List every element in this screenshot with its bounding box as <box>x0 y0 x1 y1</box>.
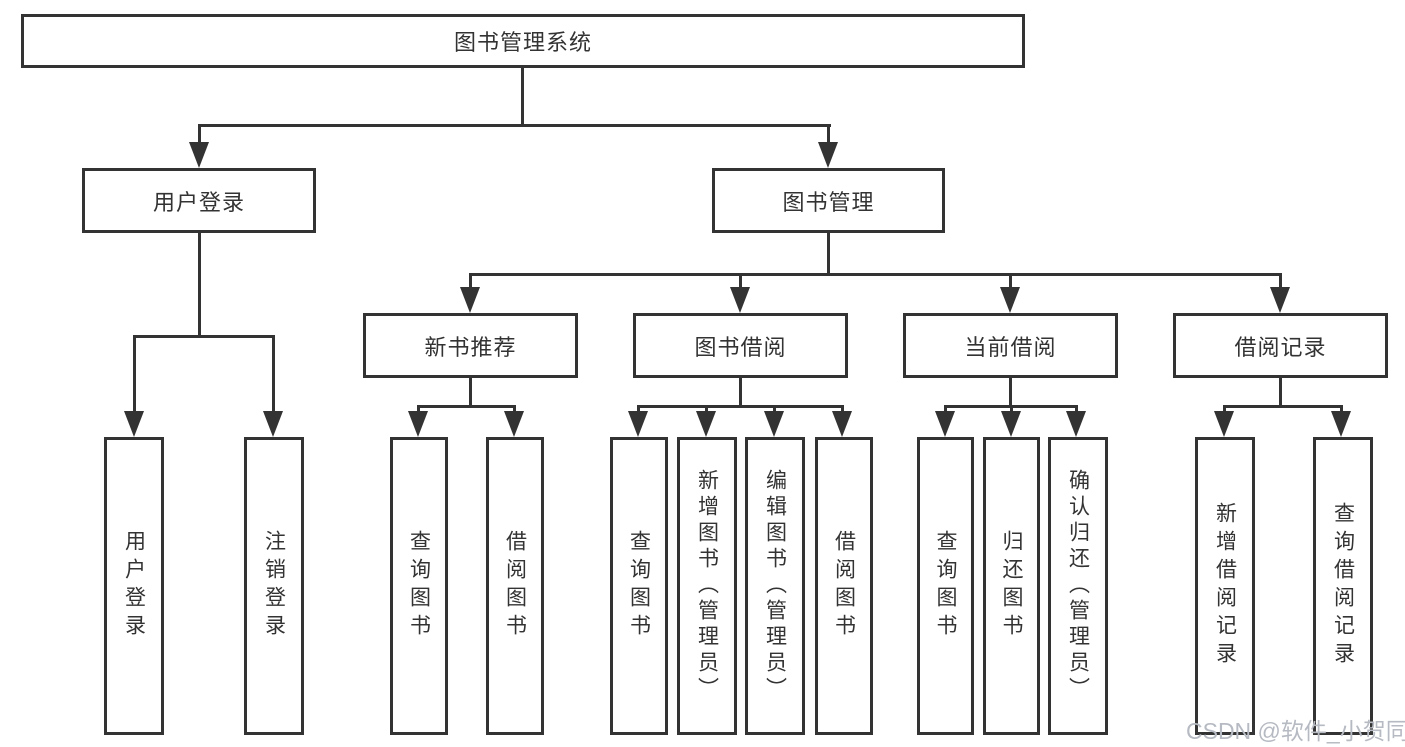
edge-g2c1-stem <box>1010 405 1013 415</box>
edge-user-login-bar <box>133 335 275 338</box>
edge-group1-stem <box>739 378 742 408</box>
leaf-query-books-recommend-label: 查询图书 <box>407 530 431 642</box>
leaf-add-borrow-record-label: 新增借阅记录 <box>1213 502 1237 670</box>
leaf-confirm-return-admin: 确认归还（管理员） <box>1048 437 1108 735</box>
edge-g3c1-stem <box>1340 405 1343 415</box>
edge-group3-bar <box>1223 405 1343 408</box>
node-user-login: 用户登录 <box>82 168 316 233</box>
node-root-label: 图书管理系统 <box>453 30 592 55</box>
arrow-to-leaf-login <box>124 411 144 437</box>
node-book-borrow: 图书借阅 <box>633 313 848 378</box>
leaf-query-borrow-record-label: 查询借阅记录 <box>1331 502 1355 670</box>
edge-group3-stem <box>1279 378 1282 408</box>
leaf-query-books-recommend: 查询图书 <box>390 437 448 735</box>
edge-groups-bar <box>469 273 1282 276</box>
node-new-book-recommend-label: 新书推荐 <box>424 334 517 360</box>
node-current-borrow-label: 当前借阅 <box>964 334 1057 360</box>
edge-root-stem <box>521 68 524 126</box>
arrow-g3c1 <box>1331 411 1351 437</box>
leaf-query-books-current-label: 查询图书 <box>934 530 957 642</box>
edge-to-user-login-stem <box>198 124 201 150</box>
arrow-g0c0 <box>408 411 428 437</box>
leaf-add-books-admin-label: 新增图书（管理员） <box>695 469 719 703</box>
arrow-to-group3 <box>1270 287 1290 313</box>
leaf-add-books-admin: 新增图书（管理员） <box>677 437 737 735</box>
edge-g1c1-stem <box>705 405 708 415</box>
arrow-g1c3 <box>832 411 852 437</box>
edge-level2-bar <box>198 124 831 127</box>
edge-group1-bar <box>637 405 844 408</box>
leaf-edit-books-admin-label: 编辑图书（管理员） <box>763 469 787 703</box>
edge-book-mgmt-stem <box>827 233 830 275</box>
edge-g0c1-stem <box>513 405 516 415</box>
edge-user-login-stem <box>198 233 201 337</box>
arrow-g1c0 <box>628 411 648 437</box>
arrow-g2c2 <box>1066 411 1086 437</box>
arrow-to-group2 <box>1000 287 1020 313</box>
arrow-to-group0 <box>460 287 480 313</box>
arrow-g2c0 <box>935 411 955 437</box>
arrow-to-book-mgmt <box>818 142 838 168</box>
leaf-borrow-books: 借阅图书 <box>815 437 873 735</box>
node-borrow-records-label: 借阅记录 <box>1234 334 1327 360</box>
arrow-g1c2 <box>764 411 784 437</box>
node-user-login-label: 用户登录 <box>152 189 245 215</box>
leaf-edit-books-admin: 编辑图书（管理员） <box>745 437 805 735</box>
edge-g2c0-stem <box>944 405 947 415</box>
node-current-borrow: 当前借阅 <box>903 313 1118 378</box>
edge-g2c2-stem <box>1075 405 1078 415</box>
arrow-to-leaf-logout <box>263 411 283 437</box>
arrow-g3c0 <box>1214 411 1234 437</box>
edge-to-leaf-login-stem <box>133 335 136 415</box>
edge-to-leaf-logout-stem <box>272 335 275 415</box>
edge-group0-bar <box>417 405 516 408</box>
node-new-book-recommend: 新书推荐 <box>363 313 578 378</box>
leaf-query-books-borrow: 查询图书 <box>610 437 668 735</box>
edge-to-group0-stem <box>469 273 472 289</box>
edge-to-book-mgmt-stem <box>827 124 830 150</box>
leaf-query-borrow-record: 查询借阅记录 <box>1313 437 1373 735</box>
edge-g0c0-stem <box>417 405 420 415</box>
arrow-to-user-login <box>189 142 209 168</box>
leaf-add-borrow-record: 新增借阅记录 <box>1195 437 1255 735</box>
leaf-return-books: 归还图书 <box>983 437 1040 735</box>
edge-to-group1-stem <box>739 273 742 289</box>
leaf-logout-label: 注销登录 <box>262 530 286 642</box>
arrow-g0c1 <box>504 411 524 437</box>
leaf-query-books-borrow-label: 查询图书 <box>627 530 651 642</box>
node-borrow-records: 借阅记录 <box>1173 313 1388 378</box>
leaf-user-login: 用户登录 <box>104 437 164 735</box>
node-book-mgmt-label: 图书管理 <box>782 189 875 215</box>
leaf-logout: 注销登录 <box>244 437 304 735</box>
arrow-g2c1 <box>1001 411 1021 437</box>
arrow-to-group1 <box>730 287 750 313</box>
leaf-query-books-current: 查询图书 <box>917 437 974 735</box>
csdn-watermark: CSDN @软件_小贺同学 <box>1186 718 1405 744</box>
leaf-borrow-books-recommend: 借阅图书 <box>486 437 544 735</box>
edge-g1c0-stem <box>637 405 640 415</box>
leaf-user-login-label: 用户登录 <box>122 530 146 642</box>
leaf-confirm-return-admin-label: 确认归还（管理员） <box>1066 469 1090 703</box>
leaf-borrow-books-recommend-label: 借阅图书 <box>503 530 527 642</box>
node-book-mgmt: 图书管理 <box>712 168 945 233</box>
edge-group0-stem <box>469 378 472 408</box>
leaf-return-books-label: 归还图书 <box>1000 530 1023 642</box>
node-root: 图书管理系统 <box>21 14 1025 68</box>
edge-group2-stem <box>1009 378 1012 408</box>
leaf-borrow-books-label: 借阅图书 <box>832 530 856 642</box>
edge-to-group2-stem <box>1009 273 1012 289</box>
edge-g3c0-stem <box>1223 405 1226 415</box>
edge-to-group3-stem <box>1279 273 1282 289</box>
edge-g1c2-stem <box>773 405 776 415</box>
node-book-borrow-label: 图书借阅 <box>694 334 787 360</box>
arrow-g1c1 <box>696 411 716 437</box>
edge-g1c3-stem <box>841 405 844 415</box>
